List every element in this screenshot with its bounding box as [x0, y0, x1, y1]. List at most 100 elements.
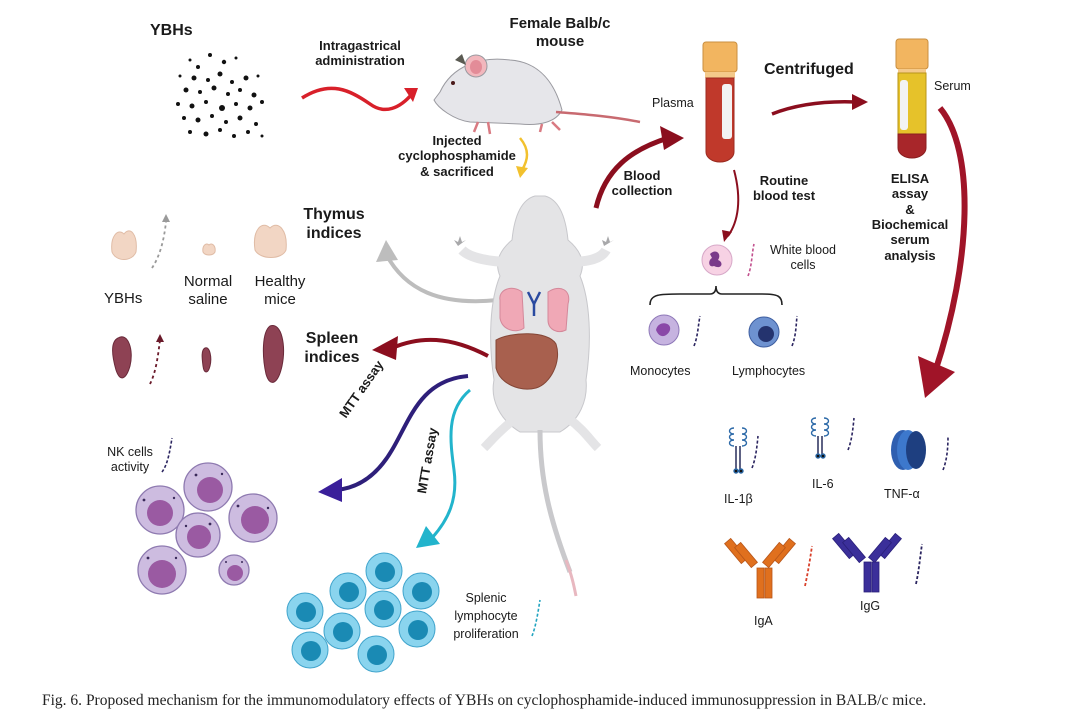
nk-increase-arrow-icon — [161, 437, 173, 473]
routine-blood-test-arrow — [727, 169, 740, 237]
group-healthy-line2: mice — [264, 290, 296, 308]
routine-line2: blood test — [752, 188, 816, 204]
centrifuged-label: Centrifuged — [764, 61, 854, 78]
spleen-indices-title: Spleen indices — [294, 330, 370, 368]
figure-caption: Fig. 6. Proposed mechanism for the immun… — [42, 692, 927, 709]
igg-antibody-icon — [832, 532, 902, 593]
monocyte-increase-arrow-icon — [693, 315, 701, 347]
elisa-line3: & — [905, 201, 915, 217]
thymus-ybhs-icon — [111, 230, 137, 260]
blood-collection-arrow-head — [660, 126, 684, 150]
figure-number: Fig. 6. — [42, 692, 83, 709]
administration-arrow — [301, 86, 414, 112]
igg-label: IgG — [860, 599, 881, 613]
group-ybhs-label: YBHs — [104, 290, 143, 307]
il1b-label: IL-1β — [724, 492, 753, 506]
elisa-arrow-head — [918, 356, 955, 398]
thymus-indices-title: Thymus indices — [294, 206, 374, 244]
lymphocyte-icon — [748, 316, 780, 348]
cell-type-brace — [649, 285, 783, 306]
nk-label-line1: NK cells — [107, 445, 153, 459]
thymus-indices-arrow-head — [376, 240, 398, 262]
splenic-increase-arrow-icon — [531, 599, 541, 637]
thymus-increase-arrow-icon — [151, 221, 167, 269]
spleen-title-line2: indices — [304, 348, 360, 366]
splenic-line1: Splenic — [465, 591, 507, 605]
splenic-line3: proliferation — [453, 627, 519, 642]
spleen-indices-arrow-head — [372, 336, 398, 360]
iga-increase-arrow-icon — [804, 545, 813, 587]
centrifuged-arrow-head — [852, 94, 868, 110]
mtt-lymphocyte-arrow-head — [416, 526, 440, 548]
wbc-increase-arrow-icon — [747, 243, 755, 277]
spleen-healthy-icon — [262, 325, 284, 383]
group-saline-line1: Normal — [183, 273, 233, 290]
ybhs-title: YBHs — [150, 22, 193, 39]
il1b-receptor-icon — [728, 427, 748, 474]
white-blood-cell-icon — [701, 244, 733, 276]
injection-label-line1: Injected — [432, 133, 482, 148]
routine-line1: Routine — [759, 173, 809, 188]
tnf-alpha-label: TNF-α — [884, 487, 920, 501]
monocyte-icon — [648, 314, 680, 346]
il1b-increase-arrow-icon — [751, 435, 759, 469]
thymus-healthy-icon — [253, 224, 287, 258]
mouse-title: Female Balb/c mouse — [490, 15, 630, 50]
nk-cells-icon — [135, 462, 278, 595]
serum-label: Serum — [934, 79, 971, 93]
il6-increase-arrow-icon — [847, 417, 855, 451]
splenic-line2: lymphocyte — [454, 609, 518, 624]
igg-increase-arrow-icon — [915, 543, 923, 585]
tnf-alpha-increase-arrow-icon — [942, 435, 949, 471]
il6-label: IL-6 — [812, 477, 834, 491]
mtt-nk-arrow — [335, 374, 469, 492]
il6-receptor-icon — [810, 417, 830, 459]
administration-label: Intragastrical administration — [300, 38, 420, 69]
injection-label: Injected cyclophosphamide & sacrificed — [392, 133, 522, 179]
female-balbc-mouse-icon — [433, 54, 641, 135]
splenic-proliferation-label: Splenic lymphocyte proliferation — [446, 589, 526, 643]
group-saline-label: Normal saline — [174, 273, 242, 308]
administration-label-line2: administration — [315, 53, 405, 69]
wbc-line2: cells — [790, 257, 816, 272]
thymus-indices-arrow — [384, 253, 499, 304]
elisa-line5: serum — [890, 232, 930, 248]
mtt-nk-arrow-head — [318, 478, 342, 502]
ybhs-particles-icon — [176, 53, 264, 138]
monocytes-label: Monocytes — [630, 364, 691, 378]
thymus-title-line1: Thymus — [303, 206, 365, 223]
iga-antibody-icon — [724, 537, 796, 599]
blood-collection-arrow — [593, 135, 669, 209]
administration-arrow-head — [404, 88, 418, 102]
dissected-mouse-icon — [454, 195, 614, 597]
elisa-label: ELISA assay & Biochemical serum analysis — [862, 171, 958, 263]
iga-label: IgA — [754, 614, 773, 628]
blood-collection-label: Blood collection — [600, 168, 684, 199]
elisa-arrow — [932, 106, 968, 373]
spleen-indices-arrow — [391, 337, 489, 358]
elisa-line2: assay — [891, 186, 929, 202]
plasma-label: Plasma — [652, 96, 694, 110]
spleen-title-line1: Spleen — [305, 330, 359, 347]
group-saline-line2: saline — [188, 290, 228, 308]
mtt-lymphocyte-arrow — [430, 388, 471, 539]
mouse-title-line2: mouse — [535, 32, 585, 50]
elisa-line1: ELISA — [890, 171, 930, 186]
spleen-saline-icon — [201, 347, 212, 373]
mouse-title-line1: Female Balb/c — [509, 15, 611, 32]
splenic-lymphocytes-icon — [286, 552, 440, 673]
group-healthy-line1: Healthy — [254, 273, 306, 290]
injection-label-line3: & sacrificed — [420, 163, 494, 179]
wbc-label: White blood cells — [758, 243, 848, 273]
injection-arrow-head — [516, 166, 528, 178]
plasma-tube-icon — [702, 41, 738, 163]
lymphocyte-increase-arrow-icon — [791, 315, 798, 347]
injection-label-line2: cyclophosphamide — [398, 148, 516, 164]
administration-label-line1: Intragastrical — [319, 38, 401, 53]
group-healthy-label: Healthy mice — [246, 273, 314, 308]
routine-blood-test-label: Routine blood test — [738, 173, 830, 204]
blood-collection-line2: collection — [611, 183, 673, 199]
thymus-title-line2: indices — [306, 224, 362, 242]
elisa-line6: analysis — [884, 247, 936, 263]
